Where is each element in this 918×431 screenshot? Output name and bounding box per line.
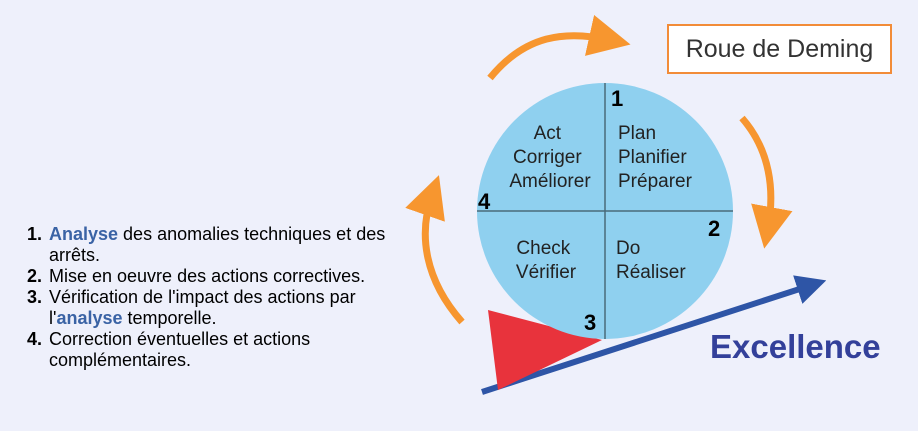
step-text: temporelle. bbox=[122, 308, 217, 328]
quadrant-act-line: Corriger bbox=[513, 147, 582, 168]
step-number: 3. bbox=[27, 287, 43, 307]
title-box: Roue de Deming bbox=[667, 24, 892, 74]
red-wedge bbox=[488, 310, 602, 390]
step-text: Mise en oeuvre des actions correctives. bbox=[49, 266, 366, 286]
step-number-2: 2 bbox=[708, 216, 720, 241]
step-item: 1. Analyse des anomalies techniques et d… bbox=[27, 224, 387, 266]
step-item: 3. Vérification de l'impact des actions … bbox=[27, 287, 387, 329]
step-number-3: 3 bbox=[584, 310, 596, 335]
cycle-arrow-right bbox=[739, 115, 793, 249]
step-keyword: analyse bbox=[56, 308, 123, 328]
quadrant-check-line: Vérifier bbox=[516, 262, 577, 283]
step-text: Vérification de l'impact des actions par… bbox=[49, 287, 356, 328]
quadrant-plan-line: Planifier bbox=[618, 147, 687, 168]
excellence-label: Excellence bbox=[710, 328, 881, 365]
diagram-title: Roue de Deming bbox=[685, 35, 874, 63]
step-text: Correction éventuelles et actions complé… bbox=[49, 329, 311, 370]
quadrant-act: Act Corriger Améliorer bbox=[509, 123, 591, 192]
step-item: 4. Correction éventuelles et actions com… bbox=[27, 329, 387, 371]
quadrant-act-line: Améliorer bbox=[509, 171, 591, 192]
step-number-1: 1 bbox=[611, 86, 623, 111]
quadrant-act-line: Act bbox=[534, 123, 562, 144]
step-keyword: Analyse bbox=[49, 224, 119, 244]
steps-list: 1. Analyse des anomalies techniques et d… bbox=[27, 224, 387, 371]
step-text: des anomalies techniques et des arrêts. bbox=[49, 224, 386, 265]
step-item: 2. Mise en oeuvre des actions corrective… bbox=[27, 266, 387, 287]
quadrant-plan: Plan Planifier Préparer bbox=[618, 123, 693, 192]
quadrant-do: Do Réaliser bbox=[616, 238, 686, 283]
quadrant-check-line: Check bbox=[516, 238, 570, 259]
cycle-arrow-top bbox=[487, 14, 631, 81]
cycle-arrow-left bbox=[405, 175, 465, 325]
step-number-4: 4 bbox=[478, 189, 491, 214]
quadrant-check: Check Vérifier bbox=[516, 238, 577, 283]
excellence-slope-arrow bbox=[481, 275, 827, 395]
quadrant-do-line: Réaliser bbox=[616, 262, 686, 283]
step-number: 1. bbox=[27, 224, 43, 244]
step-number: 4. bbox=[27, 329, 43, 349]
quadrant-plan-line: Préparer bbox=[618, 171, 693, 192]
quadrant-do-line: Do bbox=[616, 238, 640, 259]
quadrant-plan-line: Plan bbox=[618, 123, 656, 144]
step-number: 2. bbox=[27, 266, 43, 286]
